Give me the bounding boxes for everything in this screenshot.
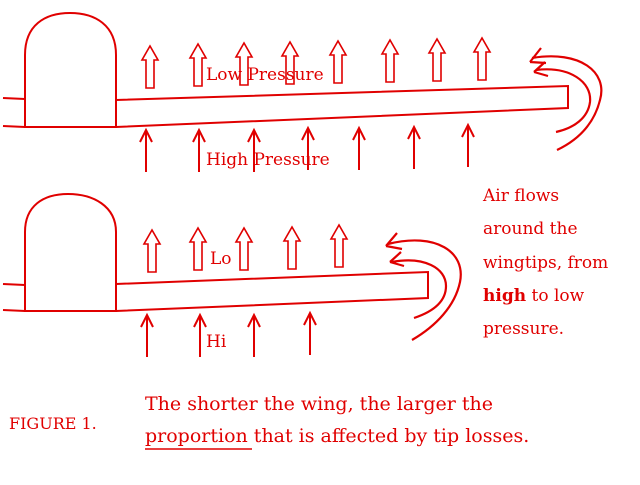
- caption-line-1: The shorter the wing, the larger the: [145, 393, 493, 415]
- lo-label: Lo: [210, 249, 232, 269]
- high-pressure-label: High Pressure: [206, 150, 330, 170]
- solid-up-arrow-icon: [140, 314, 154, 358]
- hollow-up-arrow-icon: [141, 45, 159, 89]
- solid-up-arrow-icon: [407, 126, 421, 170]
- hollow-up-arrow-icon: [189, 43, 207, 87]
- hollow-up-arrow-icon: [143, 229, 161, 273]
- note-bold-high: high: [483, 286, 526, 306]
- upper-wing: [115, 84, 569, 128]
- hollow-up-arrow-icon: [428, 38, 446, 82]
- upper-fuselage-left-bottom: [2, 125, 26, 128]
- caption-underlined-word: proportion: [145, 425, 248, 447]
- note-line-4: high to low: [483, 286, 585, 306]
- lower-wing: [115, 270, 429, 312]
- lower-fuselage-left-top: [2, 283, 26, 286]
- hollow-up-arrow-icon: [329, 40, 347, 84]
- hollow-up-arrow-icon: [189, 227, 207, 271]
- note-line-3: wingtips, from: [483, 253, 608, 273]
- upper-wingtip-vortex: [529, 47, 603, 151]
- lower-low-pressure-arrows: [143, 224, 348, 273]
- hollow-up-arrow-icon: [381, 39, 399, 83]
- solid-up-arrow-icon: [192, 129, 206, 173]
- hollow-up-arrow-icon: [235, 227, 253, 271]
- note-line-4-rest: to low: [526, 286, 585, 306]
- solid-up-arrow-icon: [139, 129, 153, 173]
- hollow-up-arrow-icon: [473, 37, 491, 81]
- caption-line-2-rest: that is affected by tip losses.: [248, 425, 529, 447]
- low-pressure-label: Low Pressure: [206, 65, 324, 85]
- figure-caption: FIGURE 1. The shorter the wing, the larg…: [9, 393, 529, 450]
- solid-up-arrow-icon: [352, 127, 366, 171]
- note-line-5: pressure.: [483, 319, 564, 339]
- explanation-note: Air flows around the wingtips, from high…: [482, 186, 608, 339]
- figure-label: FIGURE 1.: [9, 414, 97, 433]
- note-line-2: around the: [483, 219, 578, 239]
- note-line-1: Air flows: [482, 186, 559, 206]
- solid-up-arrow-icon: [193, 314, 207, 358]
- solid-up-arrow-icon: [303, 312, 317, 356]
- lower-wing-group: Lo Hi: [2, 192, 462, 358]
- upper-fuselage-left-top: [2, 97, 26, 100]
- solid-up-arrow-icon: [247, 314, 261, 358]
- hi-label: Hi: [206, 332, 227, 352]
- upper-wing-group: Low Pressure High Pressure: [2, 11, 603, 173]
- lower-high-pressure-arrows: [140, 312, 317, 358]
- solid-up-arrow-icon: [461, 124, 475, 168]
- caption-line-2: proportion that is affected by tip losse…: [145, 425, 529, 447]
- lower-fuselage: [24, 192, 117, 312]
- lower-fuselage-left-bottom: [2, 309, 26, 312]
- lower-wingtip-vortex: [385, 232, 462, 341]
- hollow-up-arrow-icon: [330, 224, 348, 268]
- upper-fuselage: [24, 11, 117, 128]
- hollow-up-arrow-icon: [283, 226, 301, 270]
